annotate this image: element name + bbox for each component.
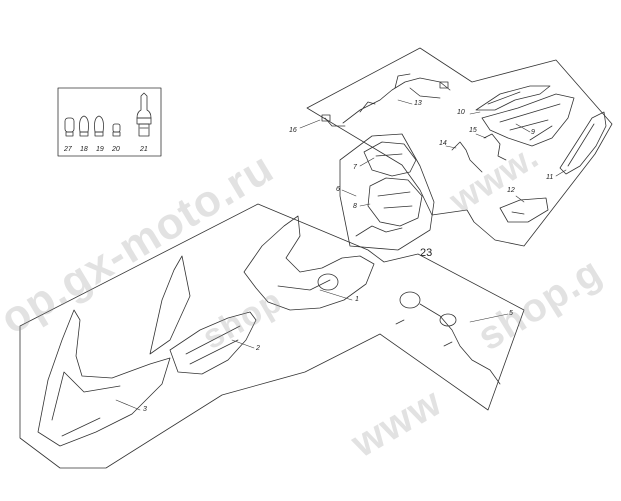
- callout-11: 11: [546, 174, 554, 181]
- callout-8: 8: [353, 203, 357, 210]
- tail-light: [481, 93, 575, 147]
- headlight-wire: [355, 225, 403, 237]
- callout-9: 9: [531, 129, 535, 136]
- bulb-kit-group: [57, 87, 162, 157]
- callout-6: 6: [336, 186, 340, 193]
- wire-14: [451, 141, 483, 173]
- bulb-label-20: 20: [112, 146, 120, 153]
- wiring-harness: [324, 73, 451, 127]
- callout-3: 3: [143, 406, 147, 413]
- callout-5: 5: [509, 310, 513, 317]
- middle-group: [339, 133, 435, 251]
- bulb-27: [64, 117, 75, 137]
- bulb-label-21: 21: [140, 146, 148, 153]
- callout-12: 12: [507, 187, 515, 194]
- callout-10: 10: [457, 109, 465, 116]
- socket-wiring: [395, 291, 501, 385]
- bulb-20: [112, 123, 121, 137]
- headlight-unit-8: [367, 177, 423, 227]
- lower-outline: [19, 203, 525, 469]
- lower-group: [19, 203, 525, 469]
- lamp-assembly: [169, 311, 257, 375]
- bulb-19: [94, 115, 104, 137]
- bulb-18: [79, 115, 89, 137]
- front-cover: [37, 309, 171, 447]
- callout-16: 16: [289, 127, 297, 134]
- top-right-outline: [306, 47, 613, 247]
- tail-bracket: [475, 85, 551, 111]
- callout-13: 13: [414, 100, 422, 107]
- front-housing: [243, 215, 375, 311]
- callout-14: 14: [439, 140, 447, 147]
- callout-1: 1: [355, 296, 359, 303]
- leader-lines: [115, 99, 567, 411]
- top-right-group: [306, 47, 613, 247]
- callout-15: 15: [469, 127, 477, 134]
- wire-15: [483, 133, 507, 161]
- side-lens: [559, 111, 607, 175]
- bulb-kit-box: [57, 87, 162, 157]
- bulb-label-18: 18: [80, 146, 88, 153]
- lamp-bracket: [149, 255, 191, 355]
- middle-outline: [339, 133, 435, 251]
- callout-23: 23: [420, 247, 433, 259]
- license-light: [499, 197, 549, 223]
- bulb-label-27: 27: [64, 146, 72, 153]
- bulb-21: [136, 92, 152, 137]
- bulb-label-19: 19: [96, 146, 104, 153]
- callout-2: 2: [256, 345, 260, 352]
- callout-7: 7: [353, 164, 357, 171]
- headlight-unit-7: [363, 141, 417, 177]
